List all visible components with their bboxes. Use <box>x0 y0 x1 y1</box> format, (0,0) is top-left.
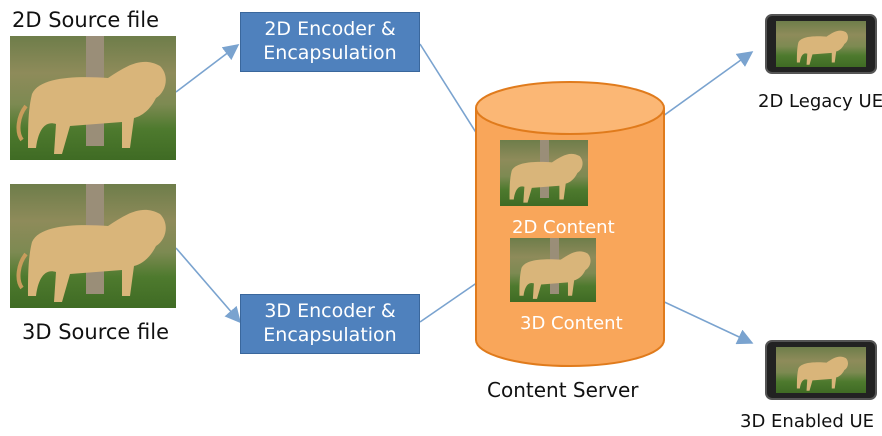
source-3d-image <box>10 184 176 308</box>
lioness-2d-graphic <box>16 61 166 154</box>
lioness-enabled-graphic <box>796 356 849 391</box>
lioness-3d-graphic <box>16 209 166 302</box>
arrow-source2d-to-encoder2d <box>175 44 240 93</box>
encoder-2d-box: 2D Encoder & Encapsulation <box>240 12 420 72</box>
legacy-ue-device <box>765 14 877 74</box>
encoder-3d-line1: 3D Encoder & <box>264 300 396 322</box>
encoder-3d-line2: Encapsulation <box>263 324 397 346</box>
content-3d-image <box>510 238 596 302</box>
arrow-encoder3d-to-server <box>419 259 512 323</box>
arrow-encoder2d-to-server <box>419 43 502 174</box>
legacy-ue-screen <box>776 21 866 67</box>
lioness-legacy-graphic <box>796 30 849 65</box>
lioness-content-2d-graphic <box>509 153 583 203</box>
content-3d-label: 3D Content <box>520 313 623 334</box>
enabled-ue-device <box>765 340 877 400</box>
content-2d-label: 2D Content <box>512 217 615 238</box>
encoder-2d-line1: 2D Encoder & <box>264 18 396 40</box>
encoder-2d-line2: Encapsulation <box>263 42 397 64</box>
content-server-label: Content Server <box>487 378 639 402</box>
enabled-ue-screen <box>776 347 866 393</box>
source-3d-label: 3D Source file <box>22 320 169 344</box>
legacy-ue-label: 2D Legacy UE <box>758 91 882 112</box>
encoder-3d-box: 3D Encoder & Encapsulation <box>240 294 420 354</box>
content-2d-image <box>500 140 588 206</box>
lioness-content-3d-graphic <box>519 251 591 299</box>
source-2d-label: 2D Source file <box>12 8 159 32</box>
arrow-server-to-legacy-ue <box>587 51 754 171</box>
enabled-ue-label: 3D Enabled UE <box>740 411 875 432</box>
arrow-source3d-to-encoder3d <box>175 247 242 324</box>
source-2d-image <box>10 36 176 160</box>
